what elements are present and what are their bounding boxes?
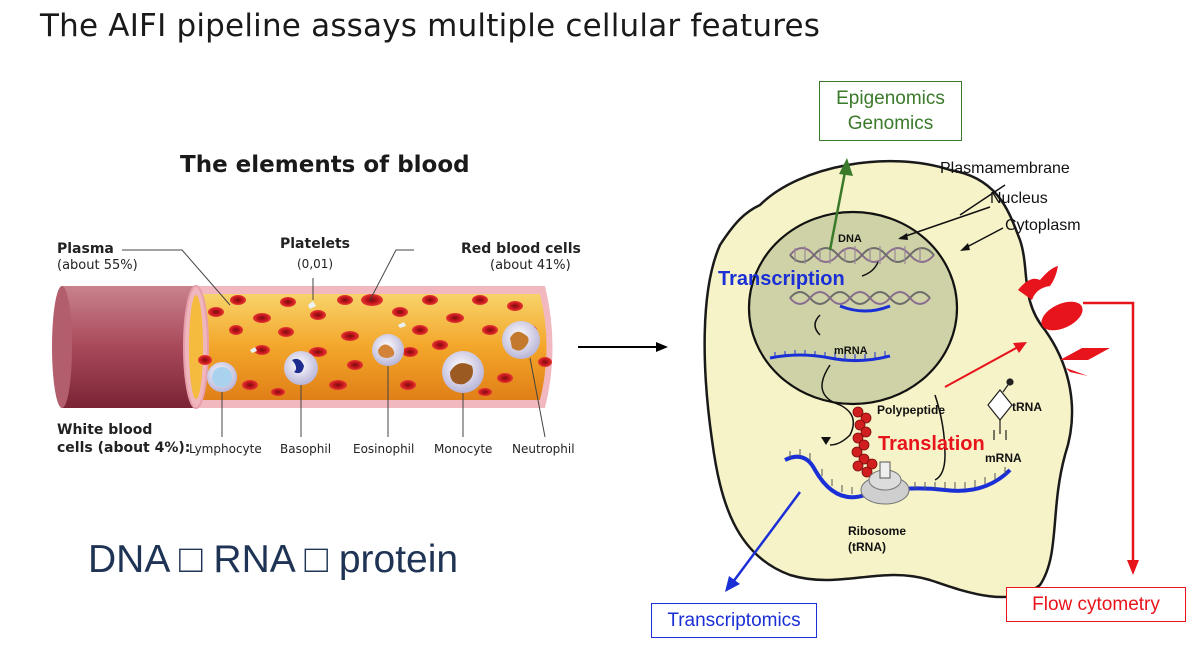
mrna-cytoplasm-label: mRNA (985, 451, 1022, 465)
mrna-nucleus (769, 350, 891, 363)
cell-type-neutrophil: Neutrophil (512, 442, 575, 456)
cell-type-monocyte: Monocyte (434, 442, 493, 456)
mrna-nucleus-label: mRNA (834, 345, 868, 357)
trna-label: tRNA (1012, 400, 1042, 414)
white-blood-cells (207, 321, 540, 393)
epigenomics-box: Epigenomics Genomics (819, 81, 962, 141)
cell-type-eosinophil: Eosinophil (353, 442, 415, 456)
epigenomics-label: Epigenomics (836, 88, 945, 109)
ribosome (860, 461, 910, 505)
plasma-amount: (about 55%) (57, 258, 138, 273)
slide-title: The AIFI pipeline assays multiple cellul… (40, 8, 821, 44)
cell-type-basophil: Basophil (280, 442, 332, 456)
white-cells-label-1: White blood (57, 422, 153, 438)
plasmamembrane-label: Plasmamembrane (940, 160, 1070, 177)
red-cells-label: Red blood cells (461, 241, 581, 257)
ribosome-sub-label: (tRNA) (848, 540, 886, 554)
genomics-label: Genomics (847, 113, 934, 134)
plasma-label: Plasma (57, 241, 114, 257)
polypeptide-label: Polypeptide (877, 403, 946, 417)
cell-type-lymphocyte: Lymphocyte (189, 442, 262, 456)
platelets-amount: (0,01) (297, 257, 334, 271)
translation-label: Translation (878, 433, 985, 455)
dna-helix (789, 246, 935, 264)
surface-markers (1018, 266, 1110, 376)
trna-icon (987, 378, 1014, 440)
cell-flow-arrows (814, 184, 1006, 481)
flow-cytometry-box: Flow cytometry (1006, 587, 1186, 622)
platelets-label: Platelets (280, 236, 351, 252)
polypeptide (851, 406, 878, 478)
arrow-blood-to-cell (578, 342, 668, 352)
ribosome-label: Ribosome (848, 524, 907, 538)
epigenomics-arrow (828, 158, 853, 251)
transcriptomics-box: Transcriptomics (651, 603, 817, 638)
central-dogma-text: DNA □ RNA □ protein (88, 538, 459, 581)
dna-label: DNA (838, 233, 862, 245)
transcription-label: Transcription (718, 268, 845, 290)
blood-leader-lines (122, 249, 546, 438)
transcriptomics-arrow (725, 491, 802, 592)
cytoplasm-label: Cytoplasm (1005, 217, 1081, 234)
dna-helix-transcription (789, 291, 931, 313)
blood-panel-title: The elements of blood (180, 152, 470, 178)
red-cells-amount: (about 41%) (490, 258, 571, 273)
white-cells-label-2: cells (about 4%): (57, 440, 191, 456)
flow-cytometry-arrows (944, 301, 1139, 575)
nucleus-label: Nucleus (990, 190, 1048, 207)
